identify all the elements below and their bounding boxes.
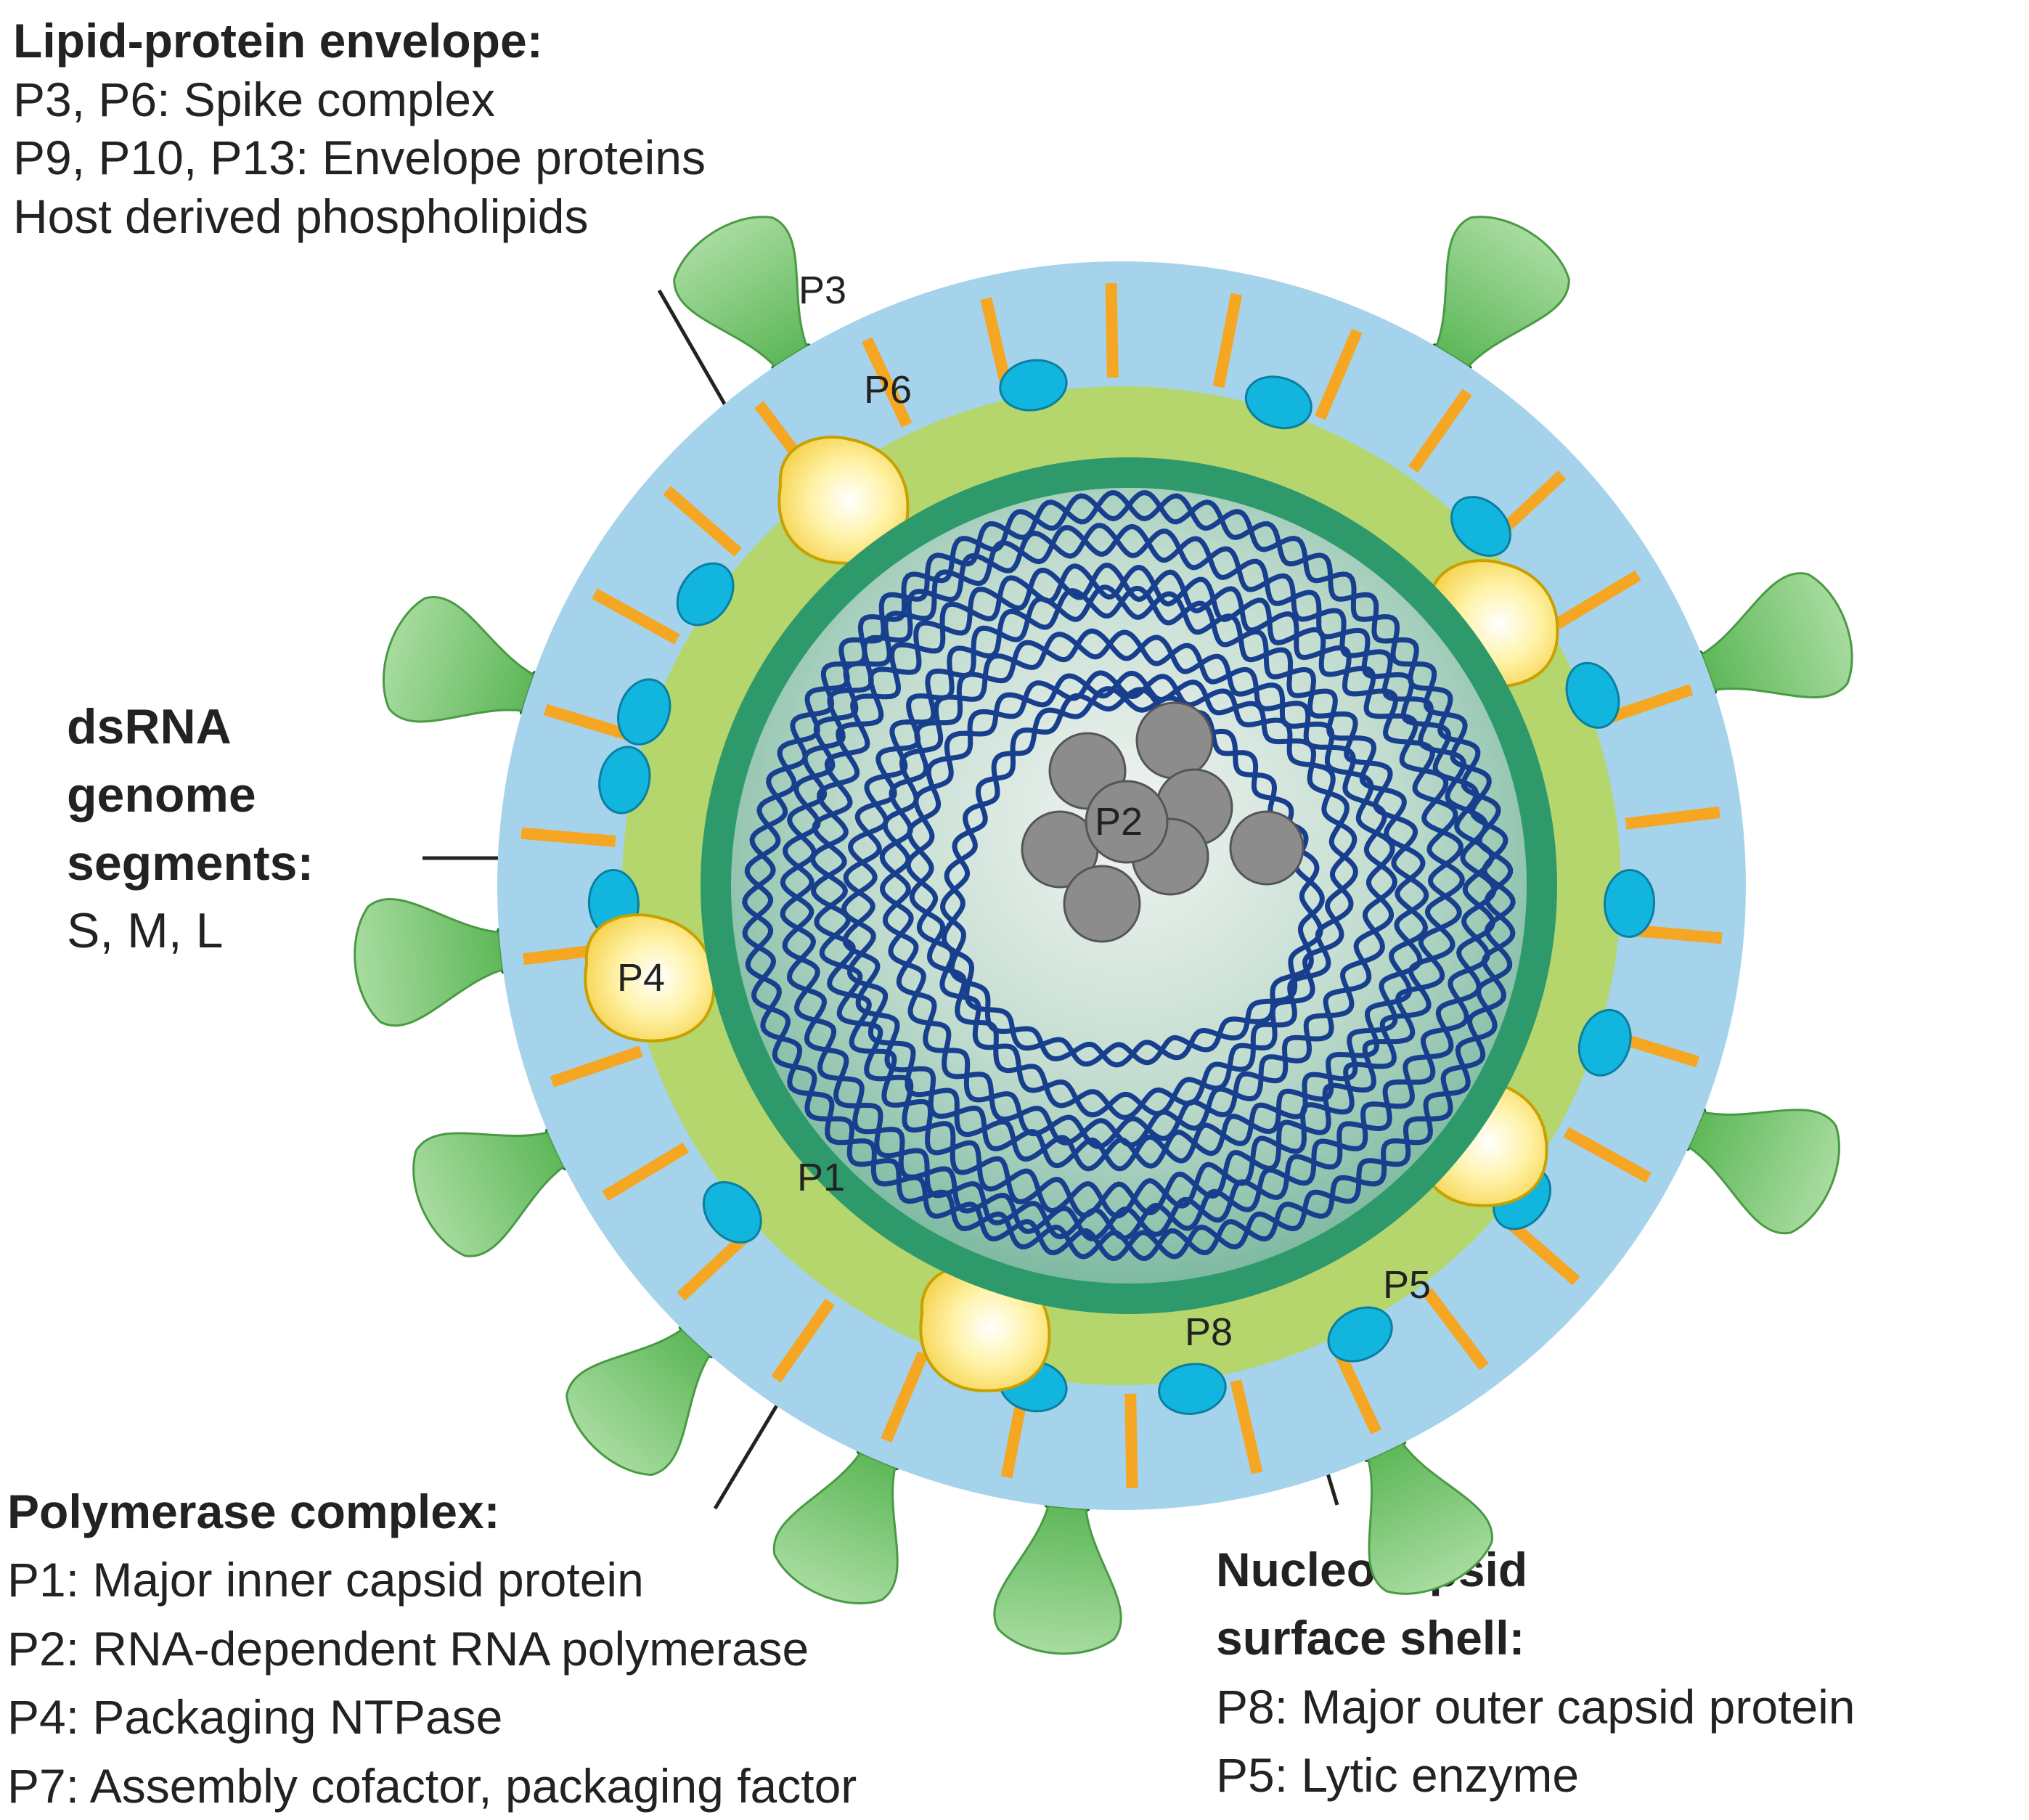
envelope-protein <box>617 678 671 746</box>
spike-head <box>412 1131 566 1257</box>
envelope-protein-group <box>587 359 1656 1415</box>
lipid-rod <box>1422 1288 1489 1371</box>
genome-title-line: dsRNA <box>67 699 232 754</box>
lipid-rod <box>592 588 680 645</box>
spike-head <box>673 216 809 368</box>
spike-head <box>383 595 535 723</box>
tag-p5: P5 <box>1383 1263 1431 1307</box>
polymerase-subunit <box>1085 780 1169 864</box>
lipid-rod <box>602 1142 690 1201</box>
tag-p1: P1 <box>797 1156 845 1199</box>
polymerase-subunit <box>1063 865 1141 943</box>
envelope-label: Lipid-protein envelope: P3, P6: Spike co… <box>13 12 706 245</box>
tag-p8: P8 <box>1185 1310 1233 1354</box>
dsrna-strand <box>810 563 1464 1218</box>
dsrna-strand <box>841 584 1429 1172</box>
envelope-line: P9, P10, P13: Envelope proteins <box>13 131 706 185</box>
envelope-protein <box>1565 661 1620 729</box>
tag-p3: P3 <box>799 269 846 312</box>
tag-p4: P4 <box>617 956 665 1000</box>
lipid-rod <box>1315 328 1363 420</box>
envelope-protein <box>1450 496 1511 557</box>
dsrna-strand <box>939 687 1323 1068</box>
envelope-protein <box>1158 1363 1227 1415</box>
spike-head <box>1367 1442 1493 1595</box>
nucleocapsid-title-line: surface shell: <box>1216 1611 1525 1665</box>
spike-head <box>993 1504 1122 1655</box>
polymerase-line: P7: Assembly cofactor, packaging factor <box>7 1758 857 1813</box>
polymerase-title: Polymerase complex: <box>7 1485 500 1538</box>
dsrna-strand <box>879 629 1397 1148</box>
polymerase-line: P1: Major inner capsid protein <box>7 1553 644 1607</box>
dsrna-genome <box>742 490 1516 1262</box>
genome-title-line: segments: <box>67 835 314 891</box>
envelope-line: P3, P6: Spike complex <box>13 72 495 126</box>
polymerase-subunit <box>1229 810 1305 886</box>
polymerase-line: P4: Packaging NTPase <box>7 1690 503 1744</box>
dsrna-strand <box>742 490 1516 1262</box>
envelope-protein <box>999 359 1068 412</box>
genome-title-line: genome <box>67 767 256 823</box>
nucleocapsid-line: P5: Lytic enzyme <box>1216 1748 1580 1803</box>
polymerase-label: Polymerase complex: P1: Major inner caps… <box>7 1477 857 1820</box>
envelope-protein <box>1604 868 1656 938</box>
spike-head <box>354 897 505 1027</box>
lipid-rod <box>861 337 913 428</box>
lipid-rod <box>520 827 616 847</box>
envelope-line: Host derived phospholipids <box>13 189 589 243</box>
lipid-rod <box>550 1045 643 1087</box>
dsrna-strand <box>842 585 1429 1172</box>
spike-head <box>772 1451 899 1604</box>
dsrna-strand <box>905 671 1358 1118</box>
dsrna-strand <box>941 686 1325 1067</box>
polymerase-subunit <box>1135 701 1214 780</box>
lipid-rod <box>1124 1393 1138 1489</box>
lipid-rod <box>1554 570 1641 629</box>
nucleocapsid-line: P8: Major outer capsid protein <box>1216 1679 1856 1734</box>
lipid-rod <box>771 1298 836 1383</box>
genome-label: dsRNA genome segments: S, M, L <box>67 693 314 966</box>
envelope-protein <box>1577 1008 1632 1077</box>
genome-detail: S, M, L <box>67 903 224 959</box>
polymerase-line: P2: RNA-dependent RNA polymerase <box>7 1621 809 1676</box>
spike-head <box>1687 1109 1840 1235</box>
dsrna-strand <box>780 523 1495 1241</box>
spike-head <box>566 1328 711 1477</box>
polymerase-cluster <box>1021 701 1305 943</box>
lipid-rod <box>1105 282 1119 378</box>
lipid-rod <box>663 486 742 557</box>
dsrna-strand <box>879 628 1395 1149</box>
lipid-rod <box>1212 293 1243 388</box>
tag-p6: P6 <box>864 368 912 412</box>
spike-head <box>1434 216 1570 368</box>
tag-p2: P2 <box>1095 800 1143 844</box>
lipid-rod <box>1230 1379 1263 1474</box>
lipid-rod <box>1408 388 1472 473</box>
envelope-protein <box>676 562 735 627</box>
lipid-rod <box>1625 806 1720 830</box>
spike-head <box>1700 572 1853 699</box>
ntpase-hexamer <box>777 436 910 565</box>
ntpase-hexamer <box>584 913 716 1042</box>
lipid-rod <box>1563 1127 1652 1183</box>
envelope-protein <box>598 746 651 815</box>
lipid-rod <box>881 1351 928 1443</box>
envelope-protein <box>702 1180 762 1244</box>
envelope-protein <box>1327 1306 1393 1363</box>
dsrna-strand <box>907 670 1358 1120</box>
envelope-protein <box>1244 375 1312 430</box>
envelope-title: Lipid-protein envelope: <box>13 14 543 68</box>
